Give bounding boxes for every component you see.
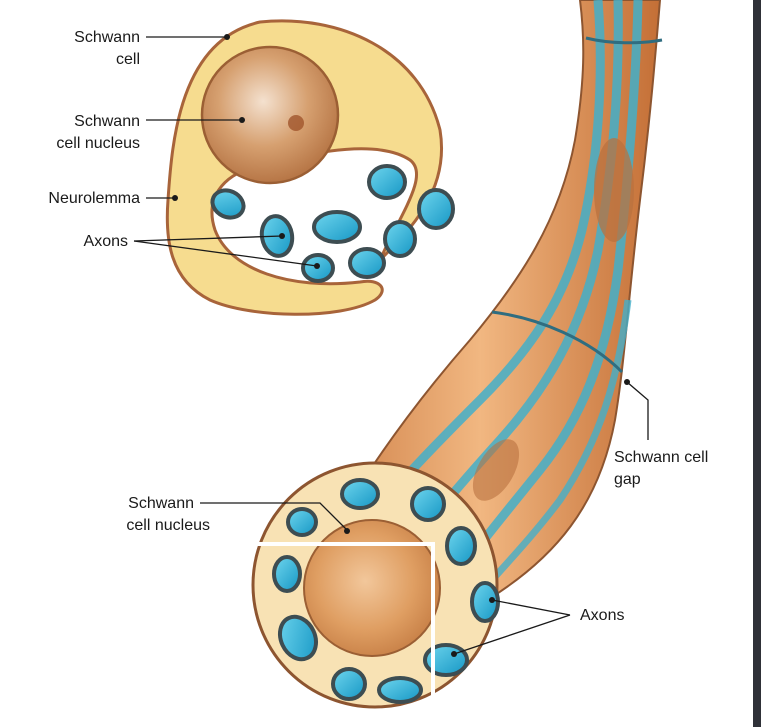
leader-line (492, 600, 570, 615)
bottom-cross-section (247, 463, 498, 724)
svg-text:Axons: Axons (84, 233, 128, 250)
label-neurolemma: Neurolemma (48, 190, 178, 207)
svg-text:Schwann: Schwann (74, 113, 140, 130)
svg-text:Schwann: Schwann (128, 495, 194, 512)
leader-dot (224, 34, 230, 40)
svg-text:Axons: Axons (580, 607, 624, 624)
axon (314, 212, 360, 242)
top-cross-section (167, 21, 453, 314)
axon (379, 678, 421, 702)
label-text: Schwann cell (614, 449, 708, 466)
svg-text:Schwann cell: Schwann cell (614, 449, 708, 466)
label-text: cell (116, 51, 140, 68)
label-schwann-cell-gap: Schwann cell gap (614, 379, 708, 488)
svg-text:cell nucleus: cell nucleus (56, 135, 140, 152)
label-text: Schwann (74, 113, 140, 130)
label-text: Neurolemma (48, 190, 140, 207)
label-text: gap (614, 471, 641, 488)
svg-text:cell nucleus: cell nucleus (126, 517, 210, 534)
svg-text:Neurolemma: Neurolemma (48, 190, 140, 207)
leader-dot (489, 597, 495, 603)
leader-dot (172, 195, 178, 201)
label-text: Schwann (74, 29, 140, 46)
axon (412, 488, 444, 520)
label-text: cell nucleus (56, 135, 140, 152)
fiber-nucleus (594, 138, 634, 242)
axon (385, 222, 415, 256)
svg-text:cell: cell (116, 51, 140, 68)
leader-line (627, 382, 648, 440)
axon (274, 557, 300, 591)
axon (288, 509, 316, 535)
label-text: Axons (84, 233, 128, 250)
svg-text:Schwann: Schwann (74, 29, 140, 46)
bottom-schwann-nucleus (304, 520, 440, 656)
label-text: cell nucleus (126, 517, 210, 534)
axon (333, 669, 365, 699)
axon (369, 166, 405, 198)
svg-text:gap: gap (614, 471, 641, 488)
leader-dot (279, 233, 285, 239)
leader-dot (239, 117, 245, 123)
nucleolus (288, 115, 304, 131)
schwann-nucleus (202, 47, 338, 183)
right-border (753, 0, 761, 727)
leader-dot (344, 528, 350, 534)
axon (419, 190, 453, 228)
label-text: Schwann (128, 495, 194, 512)
axon (350, 249, 384, 277)
label-text: Axons (580, 607, 624, 624)
leader-dot (314, 263, 320, 269)
axon (342, 480, 378, 508)
axon (447, 528, 475, 564)
leader-dot (451, 651, 457, 657)
